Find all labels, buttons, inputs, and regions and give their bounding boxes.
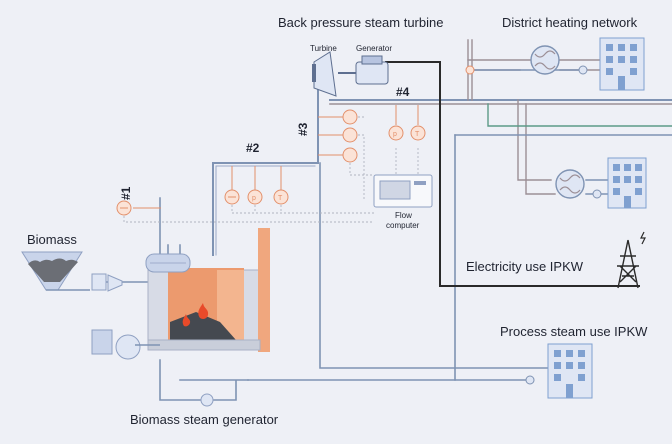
building-icon [607,157,647,209]
process-steam-pipe [319,162,549,369]
svg-text:T: T [278,195,283,202]
label-electricity-use: Electricity use IPKW [466,259,584,274]
building-icon [547,343,593,399]
flame-icon-small [182,314,191,327]
flow-computer-icon [373,174,433,208]
power-pylon-icon [617,231,646,289]
label-generator: Generator [356,44,392,53]
label-biomass-generator: Biomass steam generator [130,412,279,427]
measurement-point-3: #3 [296,122,310,136]
sensor-icon: p [247,189,263,205]
drum-pipes [167,244,181,256]
flame-icon [198,303,209,319]
biomass-steam-generator [145,228,270,352]
dh-branch-second [517,99,556,195]
heat-exchanger-icon [555,169,585,199]
label-flow-computer-1: Flow [395,211,412,220]
check-valve-icon [592,189,602,199]
sensor-icon [224,189,240,205]
measurement-point-4: #4 [396,85,410,99]
chimney [258,228,270,352]
steam-pipe-riser [314,77,319,164]
label-flow-computer-2: computer [386,221,420,230]
label-process-steam: Process steam use IPKW [500,324,648,339]
generator-icon [338,55,389,85]
label-biomass: Biomass [27,232,77,247]
feedwater-pump-icon [200,393,214,407]
label-district-heating: District heating network [502,15,638,30]
turbine-icon [312,51,337,97]
sensor-icon [342,127,358,143]
check-valve-icon [578,65,588,75]
svg-text:p: p [393,131,397,138]
sensor-group: p T p T [116,109,426,216]
pump-icon [91,329,160,360]
svg-text:T: T [415,131,420,138]
sensor-icon: T [273,189,289,205]
check-valve-icon [525,375,535,385]
electric-cable [385,61,640,287]
label-back-pressure-turbine: Back pressure steam turbine [278,15,443,30]
sensor-icon [116,200,132,216]
building-icon [599,37,645,91]
sensor-icon [342,147,358,163]
heat-exchanger-icon [530,45,560,75]
feedwater-return [159,359,249,401]
boiler-base [147,339,261,351]
biomass-hopper-icon [21,251,90,291]
sensor-icon [342,109,358,125]
dh-top-line [467,59,611,71]
steam-pipe-main-inner [215,165,316,256]
svg-text:p: p [252,195,256,202]
valve-icon [465,65,475,75]
green-line [487,103,672,127]
sensor-icon: T [410,125,426,141]
measurement-point-2: #2 [246,141,260,155]
tap-lines [133,105,419,209]
sensor-icon: p [388,125,404,141]
blower-icon [91,273,123,292]
label-turbine: Turbine [310,44,337,53]
measurement-point-1: #1 [119,186,133,200]
